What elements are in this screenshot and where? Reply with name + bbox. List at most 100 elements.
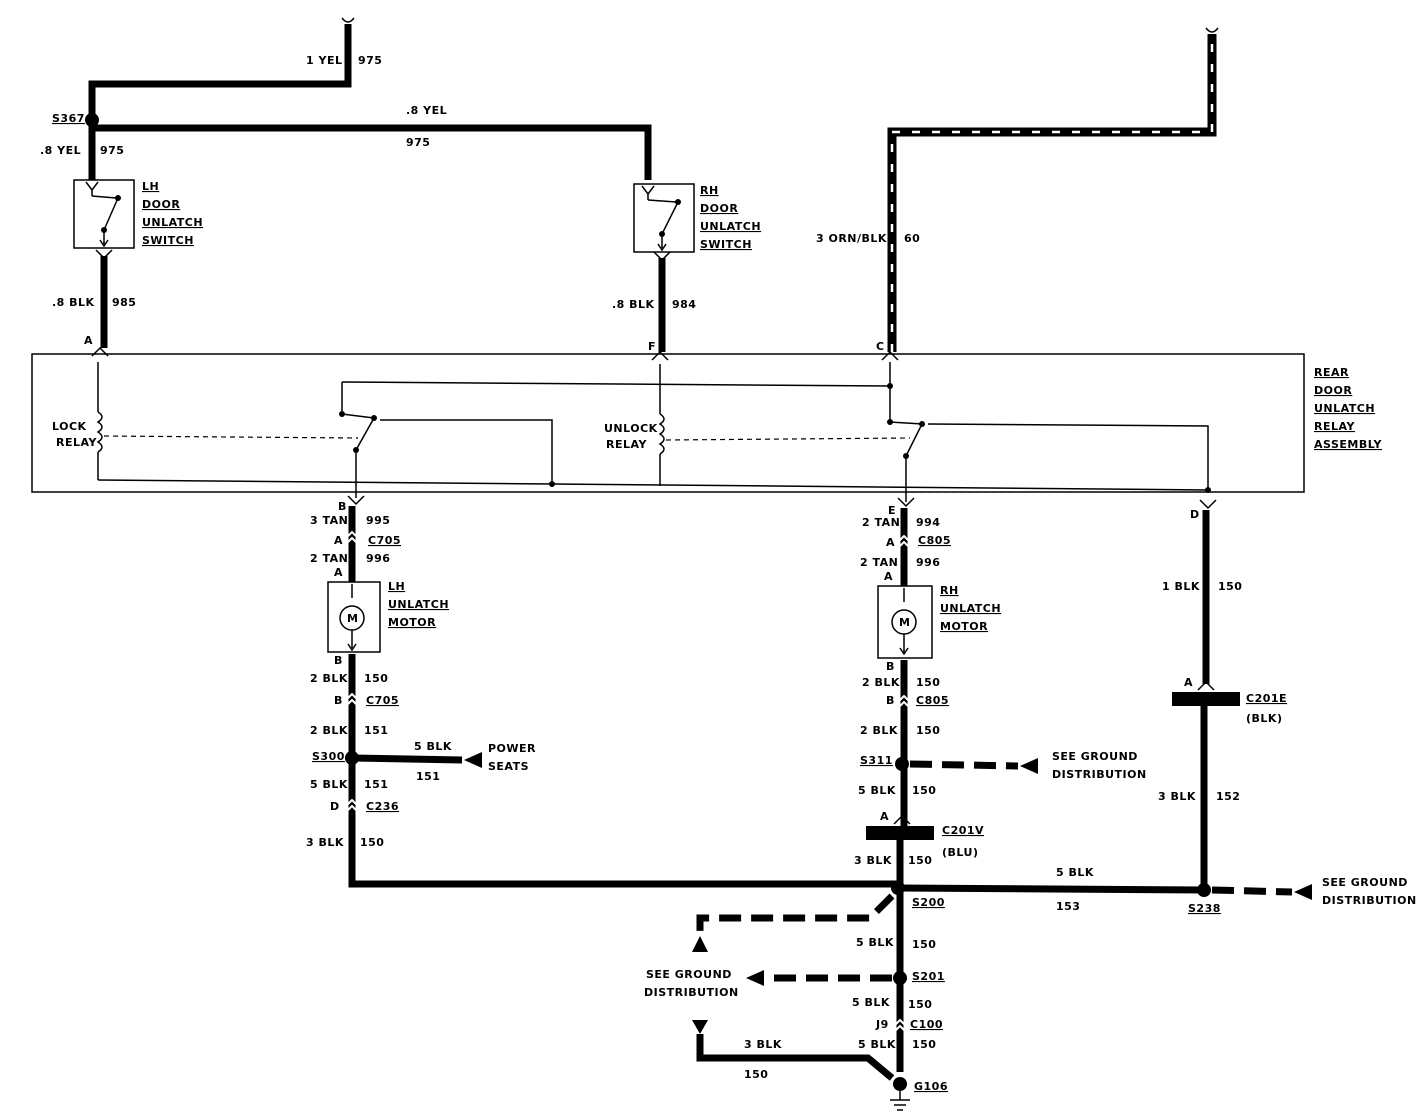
component-label: SEATS	[488, 760, 529, 773]
pin-label: A	[886, 536, 895, 549]
pin-label: D	[330, 800, 340, 813]
rh-door-unlatch-switch	[633, 183, 695, 253]
wire-circuit: 151	[364, 778, 388, 791]
pin-label: E	[888, 504, 896, 517]
wire-size: 5 BLK	[858, 784, 896, 797]
wire-circuit: 150	[360, 836, 384, 849]
component-label: DISTRIBUTION	[1322, 894, 1417, 907]
wire-ground-ref	[1211, 886, 1293, 896]
wire-size: 3 BLK	[1158, 790, 1196, 803]
rear-door-unlatch-relay-assembly	[31, 346, 1305, 510]
splice-s311	[895, 757, 909, 771]
wire-size: .8 BLK	[52, 296, 95, 309]
component-label: DISTRIBUTION	[644, 986, 739, 999]
ground-g106	[893, 1077, 907, 1091]
pin-label: C	[876, 340, 885, 353]
wire-circuit: 60	[904, 232, 920, 245]
wire-circuit: 152	[1216, 790, 1240, 803]
connector-color: (BLK)	[1246, 712, 1282, 725]
splice-label: G106	[914, 1080, 948, 1093]
component-label: UNLATCH	[940, 602, 1001, 615]
wire-size: 2 BLK	[310, 724, 348, 737]
pin-label: A	[334, 534, 343, 547]
wire-circuit: 150	[912, 938, 936, 951]
arrow-icon	[692, 936, 708, 952]
component-label: RELAY	[1314, 420, 1355, 433]
splice-label: S311	[860, 754, 893, 767]
wire-circuit: 150	[916, 724, 940, 737]
pin-label: B	[338, 500, 347, 513]
wire-circuit: 996	[366, 552, 390, 565]
wire-153	[897, 884, 1205, 894]
splice-label: S200	[912, 896, 945, 909]
arrow-icon	[692, 1020, 708, 1034]
component-label: MOTOR	[388, 616, 436, 629]
wire-circuit: 150	[916, 676, 940, 689]
component-label: DOOR	[142, 198, 180, 211]
splice-label: S201	[912, 970, 945, 983]
component-label: POWER	[488, 742, 536, 755]
pin-label: B	[334, 694, 343, 707]
lh-unlatch-motor: M	[327, 581, 381, 653]
wire-size: .8 BLK	[612, 298, 655, 311]
component-label: SEE GROUND	[1322, 876, 1408, 889]
pin-label: A	[334, 566, 343, 579]
wire-150-ground	[696, 1034, 895, 1081]
pin-label: B	[886, 660, 895, 673]
wire-circuit: 151	[416, 770, 440, 783]
wire-size: 2 BLK	[860, 724, 898, 737]
wire-circuit: 150	[364, 672, 388, 685]
connector-color: (BLU)	[942, 846, 979, 859]
connector-label: C705	[368, 534, 401, 547]
connector-label: C805	[916, 694, 949, 707]
wire-circuit: 150	[744, 1068, 768, 1081]
wire-size: 5 BLK	[852, 996, 890, 1009]
wire-60	[887, 27, 1219, 352]
lh-door-unlatch-switch	[73, 179, 135, 249]
pin-label: B	[334, 654, 343, 667]
component-label: UNLOCK	[604, 422, 658, 435]
component-label: SWITCH	[700, 238, 752, 251]
splice-s367	[85, 113, 99, 127]
splice-s238	[1197, 883, 1211, 897]
pin-label: A	[84, 334, 93, 347]
connector-label: C100	[910, 1018, 943, 1031]
wire-size: 2 BLK	[862, 676, 900, 689]
wire-size: 5 BLK	[856, 936, 894, 949]
wire-size: 3 BLK	[854, 854, 892, 867]
wire-size: 2 TAN	[860, 556, 898, 569]
component-label: SEE GROUND	[1052, 750, 1138, 763]
wire-circuit: 995	[366, 514, 390, 527]
connector-label: C705	[366, 694, 399, 707]
component-label: RELAY	[606, 438, 647, 451]
splice-label: S300	[312, 750, 345, 763]
wire-ground-ref	[696, 893, 895, 934]
wire-size: 2 BLK	[310, 672, 348, 685]
wire-size: 5 BLK	[414, 740, 452, 753]
arrow-icon	[1294, 884, 1312, 900]
component-label: LH	[388, 580, 405, 593]
pin-label: A	[880, 810, 889, 823]
component-label: UNLATCH	[1314, 402, 1375, 415]
component-label: REAR	[1314, 366, 1349, 379]
component-label: MOTOR	[940, 620, 988, 633]
wire-circuit: 150	[908, 998, 932, 1011]
wire-circuit: 984	[672, 298, 696, 311]
wire-size: 5 BLK	[1056, 866, 1094, 879]
pin-label: A	[1184, 676, 1193, 689]
connector-label: C201E	[1246, 692, 1287, 705]
wire-circuit: 150	[912, 784, 936, 797]
pin-label: F	[648, 340, 656, 353]
splice-label: S238	[1188, 902, 1221, 915]
wire-circuit: 985	[112, 296, 136, 309]
component-label: UNLATCH	[142, 216, 203, 229]
wire-size: 3 ORN/BLK	[816, 232, 887, 245]
wire-150-151	[348, 654, 898, 888]
wire-circuit: 151	[364, 724, 388, 737]
component-label: UNLATCH	[388, 598, 449, 611]
component-label: RH	[940, 584, 959, 597]
connector-c201v	[866, 826, 934, 840]
pin-label: J9	[875, 1018, 889, 1031]
component-label: ASSEMBLY	[1314, 438, 1383, 451]
